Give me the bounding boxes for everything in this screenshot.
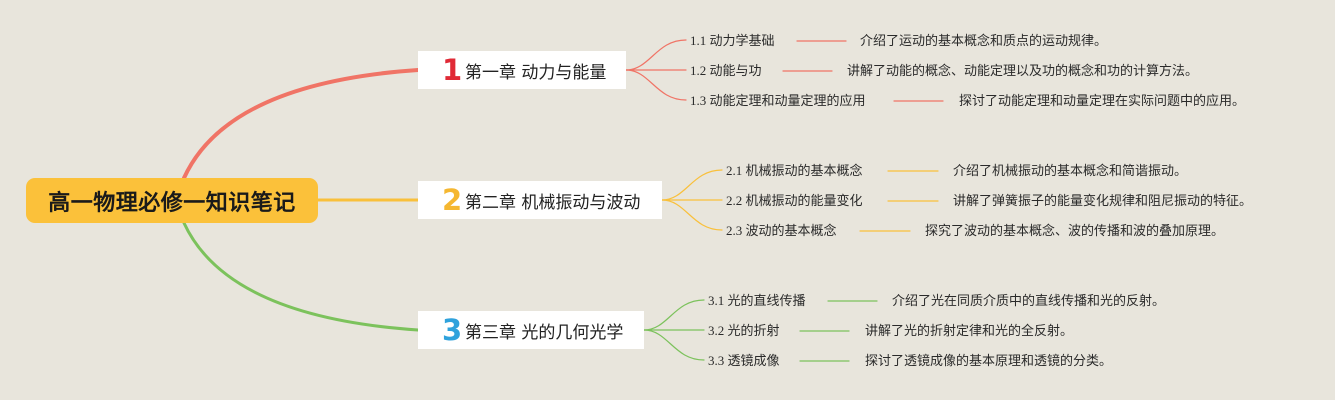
section-label[interactable]: 2.3 波动的基本概念 bbox=[726, 223, 837, 238]
section-label[interactable]: 3.2 光的折射 bbox=[708, 323, 780, 338]
section-label[interactable]: 1.3 动能定理和动量定理的应用 bbox=[690, 93, 866, 108]
chapter-node-3[interactable]: 3 第三章 光的几何光学 bbox=[418, 311, 644, 349]
section-label[interactable]: 1.1 动力学基础 bbox=[690, 33, 775, 48]
root-title: 高一物理必修一知识笔记 bbox=[48, 190, 296, 216]
section-description: 介绍了光在同质介质中的直线传播和光的反射。 bbox=[892, 293, 1166, 308]
section-description: 讲解了动能的概念、动能定理以及功的概念和功的计算方法。 bbox=[847, 63, 1199, 78]
sub-branch-line bbox=[643, 329, 705, 361]
chapter-node-1[interactable]: 1 第一章 动力与能量 bbox=[418, 51, 626, 89]
sub-branch-line bbox=[661, 199, 723, 231]
section-label[interactable]: 2.1 机械振动的基本概念 bbox=[726, 163, 863, 178]
chapter-label-1: 第一章 动力与能量 bbox=[465, 62, 607, 83]
section-description: 介绍了运动的基本概念和质点的运动规律。 bbox=[860, 33, 1108, 48]
chapter-number-2: 2 bbox=[442, 183, 463, 217]
chapter-number-1: 1 bbox=[442, 53, 463, 87]
sub-branch-line bbox=[643, 299, 705, 331]
branch-line-3 bbox=[182, 221, 420, 332]
chapter-label-3: 第三章 光的几何光学 bbox=[465, 322, 624, 343]
sub-branch-line bbox=[625, 39, 687, 71]
section-description: 介绍了机械振动的基本概念和简谐振动。 bbox=[953, 163, 1188, 178]
sub-branch-line bbox=[661, 169, 723, 201]
section-description: 讲解了弹簧振子的能量变化规律和阻尼振动的特征。 bbox=[953, 193, 1253, 208]
root-node[interactable]: 高一物理必修一知识笔记 bbox=[26, 178, 318, 223]
branch-line-1 bbox=[182, 68, 420, 180]
chapter-label-2: 第二章 机械振动与波动 bbox=[465, 192, 641, 213]
section-label[interactable]: 3.1 光的直线传播 bbox=[708, 293, 806, 308]
section-description: 探究了波动的基本概念、波的传播和波的叠加原理。 bbox=[925, 223, 1225, 238]
section-label[interactable]: 1.2 动能与功 bbox=[690, 63, 762, 78]
section-label[interactable]: 3.3 透镜成像 bbox=[708, 353, 780, 368]
section-description: 探讨了透镜成像的基本原理和透镜的分类。 bbox=[865, 353, 1113, 368]
chapter-number-3: 3 bbox=[442, 313, 463, 347]
section-label[interactable]: 2.2 机械振动的能量变化 bbox=[726, 193, 863, 208]
sub-branch-line bbox=[625, 69, 687, 101]
section-description: 讲解了光的折射定律和光的全反射。 bbox=[865, 323, 1074, 338]
section-description: 探讨了动能定理和动量定理在实际问题中的应用。 bbox=[959, 93, 1246, 108]
chapter-node-2[interactable]: 2 第二章 机械振动与波动 bbox=[418, 181, 662, 219]
